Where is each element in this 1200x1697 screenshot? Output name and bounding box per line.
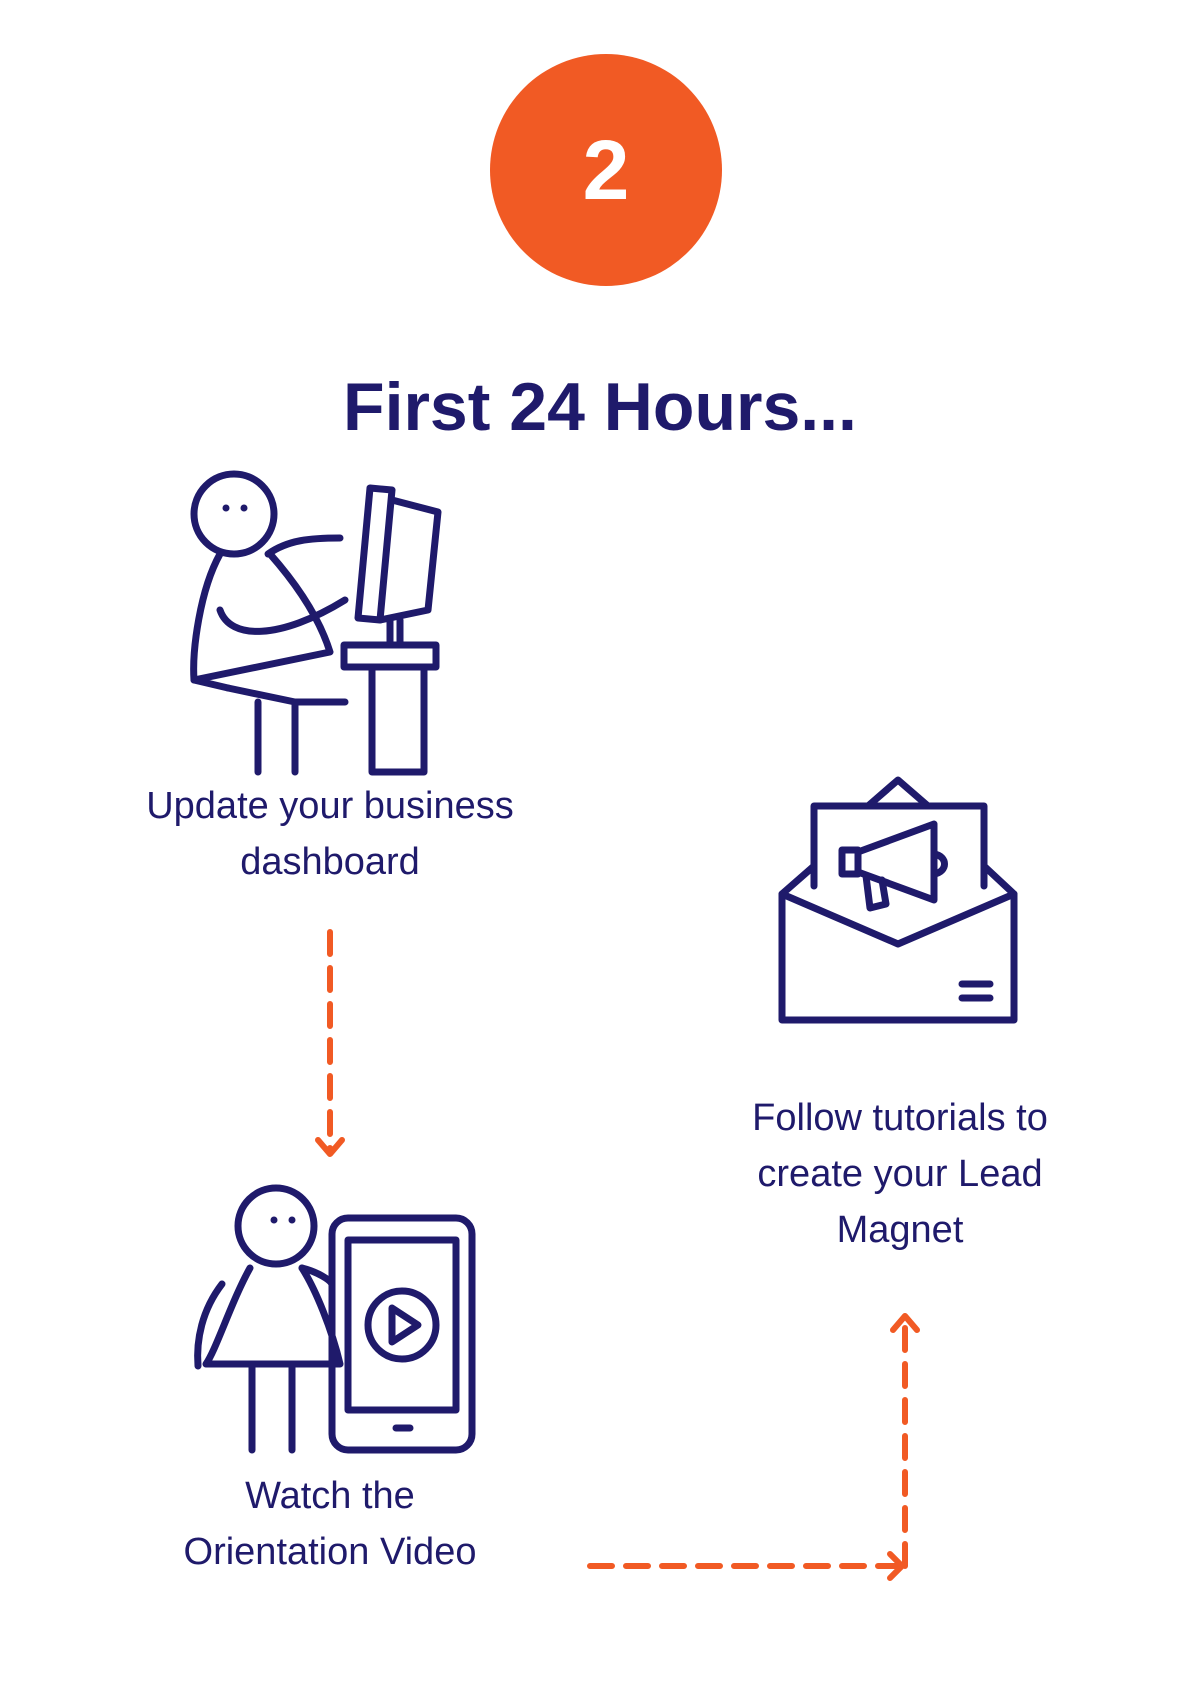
task-caption-lead-magnet: Follow tutorials to create your Lead Mag… [690,1090,1110,1258]
person-with-tablet-video-icon [194,1184,476,1454]
task-caption-dashboard: Update your business dashboard [110,778,550,890]
caption-line: Watch the [245,1475,415,1517]
flow-arrow-video-to-lead-magnet [587,1313,920,1581]
step-badge: 2 [490,54,722,286]
step-number: 2 [582,123,630,217]
caption-line: Update your business [146,785,514,827]
caption-line: dashboard [240,841,420,883]
caption-line: Orientation Video [183,1531,477,1573]
page-title: First 24 Hours... [343,369,857,445]
caption-line: create your Lead [757,1153,1043,1195]
envelope-megaphone-icon [778,776,1018,1024]
flow-arrow-dashboard-to-video [315,929,345,1157]
person-at-computer-icon [190,470,442,776]
caption-line: Follow tutorials to [752,1097,1048,1139]
task-caption-video: Watch the Orientation Video [110,1468,550,1580]
caption-line: Magnet [836,1209,964,1251]
